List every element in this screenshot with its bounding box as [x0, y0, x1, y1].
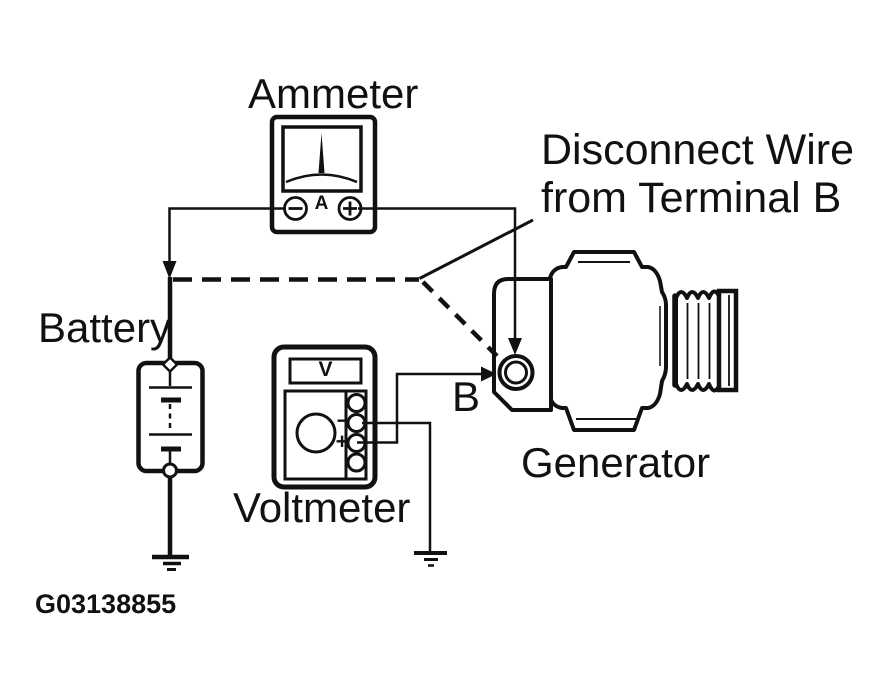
wire-ammeter-minus-to-battery — [168, 207, 286, 262]
voltmeter-display — [288, 357, 363, 385]
voltmeter-dial-knob — [295, 412, 337, 454]
ammeter-symbol — [269, 114, 378, 235]
generator-label: Generator — [521, 439, 711, 486]
battery-cells — [149, 372, 192, 464]
voltmeter-unit-label: V — [318, 358, 333, 381]
generator-pulley — [672, 288, 739, 393]
wires — [162, 207, 534, 567]
figure-code: G03138855 — [35, 589, 177, 619]
generator-symbol — [492, 250, 739, 432]
ammeter-scale-arc — [285, 173, 358, 184]
wire-voltmeter-plus-to-terminal-b — [357, 372, 482, 444]
voltmeter-plus-jack-label: + — [335, 429, 349, 454]
pulley-rib-lines — [686, 303, 711, 379]
disconnected-wire-dashed-diagonal — [421, 280, 499, 358]
ground-icon — [152, 554, 189, 571]
minus-terminal-icon — [283, 196, 308, 221]
pulley-ribs — [674, 289, 721, 393]
connection-arrow-icon — [508, 338, 522, 355]
battery-top-connector — [161, 355, 179, 374]
voltmeter-jack — [346, 452, 367, 473]
connection-arrow-icon — [481, 366, 497, 382]
terminal-b-ring — [497, 354, 535, 391]
connection-arrow-icon — [162, 261, 177, 279]
generator-front-bracket — [492, 277, 553, 412]
terminal-b-label: B — [452, 373, 481, 420]
battery-bottom-connector — [162, 462, 178, 479]
ammeter-unit-label: A — [314, 193, 329, 214]
voltmeter-minus-jack-label: − — [336, 408, 350, 433]
ground-icon — [414, 551, 447, 567]
annotation-line-1: Disconnect Wire — [541, 126, 855, 174]
plus-terminal-icon — [337, 196, 363, 221]
voltmeter-jacks — [346, 393, 367, 473]
ammeter-label: Ammeter — [248, 70, 419, 117]
voltmeter-symbol — [271, 344, 378, 490]
voltmeter-jack — [346, 393, 367, 413]
battery-label: Battery — [38, 304, 172, 351]
voltmeter-label: Voltmeter — [233, 484, 411, 531]
ammeter-needle — [318, 133, 325, 173]
pulley-end-band — [716, 288, 739, 393]
annotation-line-2: from Terminal B — [541, 174, 842, 222]
battery-symbol — [136, 277, 205, 571]
generator-body-detail-lines — [576, 261, 636, 420]
wire-ammeter-plus-to-terminal-b — [358, 207, 517, 340]
wire-voltmeter-minus-to-ground — [362, 421, 432, 552]
generator-body — [548, 250, 668, 432]
